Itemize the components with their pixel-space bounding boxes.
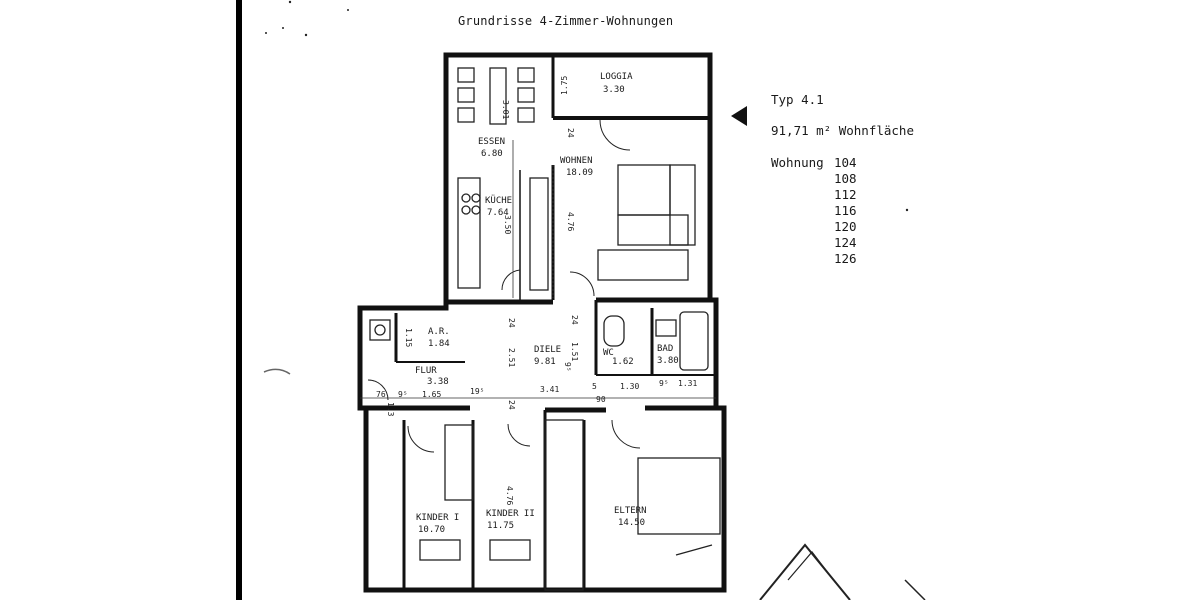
room-name: WC — [603, 348, 614, 358]
scan-mark — [263, 368, 291, 375]
room-area: 14.50 — [618, 518, 645, 528]
apartment-number: 116 — [834, 203, 857, 218]
apartment-number: 124 — [834, 235, 857, 250]
dim-label: 1.75 — [560, 76, 569, 95]
room-area: 10.70 — [418, 525, 445, 535]
room-name: ESSEN — [478, 137, 505, 147]
dim-label: 9⁵ — [398, 390, 408, 399]
dim-label: 24 — [507, 318, 516, 328]
dim-label: 1.30 — [620, 382, 639, 391]
dimension-labels: 3.01 1.75 24 3.50 4.76 1.15 24 2.51 1.51… — [376, 76, 697, 506]
scan-left-border — [0, 0, 236, 600]
dim-label: 24 — [507, 400, 516, 410]
room-name: DIELE — [534, 345, 561, 355]
dim-label: 3.50 — [503, 215, 512, 234]
room-area: 1.84 — [428, 339, 450, 349]
apartment-number: 108 — [834, 171, 857, 186]
room-name: KINDER II — [486, 509, 535, 519]
room-name: LOGGIA — [600, 72, 633, 82]
room-area: 3.38 — [427, 377, 449, 387]
room-area: 3.30 — [603, 85, 625, 95]
room-area: 3.80 — [657, 356, 679, 366]
type-marker-icon — [731, 106, 747, 126]
dim-label: 1.15 — [404, 328, 413, 347]
scan-black-edge — [236, 0, 242, 600]
dim-label: 1.65 — [422, 390, 441, 399]
dim-label: 4.76 — [566, 212, 575, 231]
apartment-number: 126 — [834, 251, 857, 266]
room-name: KÜCHE — [485, 195, 512, 206]
doors — [367, 119, 641, 453]
room-area: 9.81 — [534, 357, 556, 367]
room-labels: LOGGIA 3.30 ESSEN 6.80 WOHNEN 18.09 KÜCH… — [415, 72, 679, 535]
dim-label: 1.3 — [386, 402, 395, 417]
room-name: FLUR — [415, 366, 437, 376]
dim-label: 2.51 — [507, 348, 516, 367]
dim-label: 1.51 — [570, 342, 579, 361]
apartment-number: 120 — [834, 219, 857, 234]
dim-label: 1.31 — [678, 379, 697, 388]
dim-label: 3.41 — [540, 385, 559, 394]
adjacent-plan-fragment — [759, 543, 926, 600]
dim-label: 9⁵ — [563, 362, 572, 372]
room-area: 1.62 — [612, 357, 634, 367]
dim-label: 90 — [596, 395, 606, 404]
apartments-label: Wohnung — [771, 155, 824, 170]
room-area: 18.09 — [566, 168, 593, 178]
dimension-lines — [360, 140, 716, 399]
dim-label: 24 — [566, 128, 575, 138]
dim-label: 19⁵ — [470, 387, 484, 396]
room-name: A.R. — [428, 327, 450, 337]
room-area: 7.64 — [487, 208, 509, 218]
type-label: Typ 4.1 — [771, 92, 824, 107]
room-name: BAD — [657, 344, 673, 354]
dim-label: 5 — [592, 382, 597, 391]
room-name: ELTERN — [614, 506, 647, 516]
page-title: Grundrisse 4-Zimmer-Wohnungen — [458, 14, 674, 28]
room-area: 6.80 — [481, 149, 503, 159]
dim-label: 4.76 — [505, 486, 514, 505]
room-name: WOHNEN — [560, 156, 593, 166]
room-area: 11.75 — [487, 521, 514, 531]
dim-label: 9⁵ — [659, 379, 669, 388]
dim-label: 3.01 — [501, 100, 510, 119]
apartment-number: 104 — [834, 155, 857, 170]
apartment-number: 112 — [834, 187, 857, 202]
walls — [357, 52, 727, 593]
room-name: KINDER I — [416, 513, 459, 523]
dim-label: 24 — [570, 315, 579, 325]
dim-label: 76 — [376, 390, 386, 399]
area-label: 91,71 m² Wohnfläche — [771, 123, 914, 138]
scan-noise — [265, 0, 909, 212]
furniture — [369, 67, 721, 591]
